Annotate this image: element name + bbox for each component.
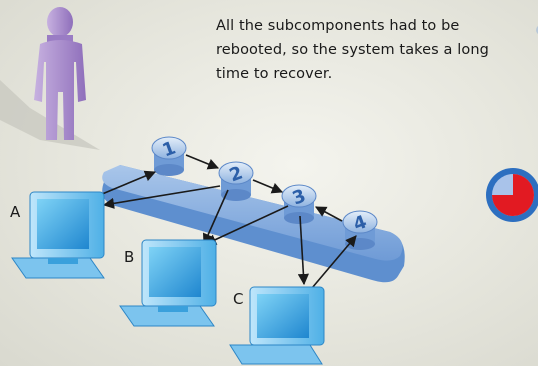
computer-c-label: C — [233, 290, 243, 308]
component-2: 2 — [218, 161, 254, 201]
computer-a — [11, 191, 105, 279]
person-figure — [34, 7, 86, 140]
component-1: 1 — [151, 136, 187, 176]
arrow-c-to-4 — [311, 235, 357, 289]
diagram-caption: All the subcomponents had to be rebooted… — [216, 18, 489, 82]
computer-c — [229, 286, 325, 365]
arrow-3-to-c — [297, 215, 309, 286]
arrow-4-to-3 — [315, 206, 343, 222]
arrow-2-to-a — [102, 185, 221, 209]
arrow-3-to-b — [204, 205, 289, 245]
recovery-timer — [486, 168, 538, 222]
computer-a-label: A — [10, 203, 21, 221]
arrow-2-to-3 — [252, 179, 284, 194]
person-shadow — [0, 80, 100, 150]
component-platform — [102, 165, 405, 283]
computer-b — [119, 239, 217, 327]
component-3: 3 — [281, 184, 317, 224]
computer-b-label: B — [124, 248, 134, 266]
arrow-a-to-1 — [94, 170, 157, 198]
connection-arrows — [94, 154, 357, 289]
timer-elapsed-wedge — [492, 174, 534, 216]
arrow-1-to-2 — [185, 154, 220, 170]
